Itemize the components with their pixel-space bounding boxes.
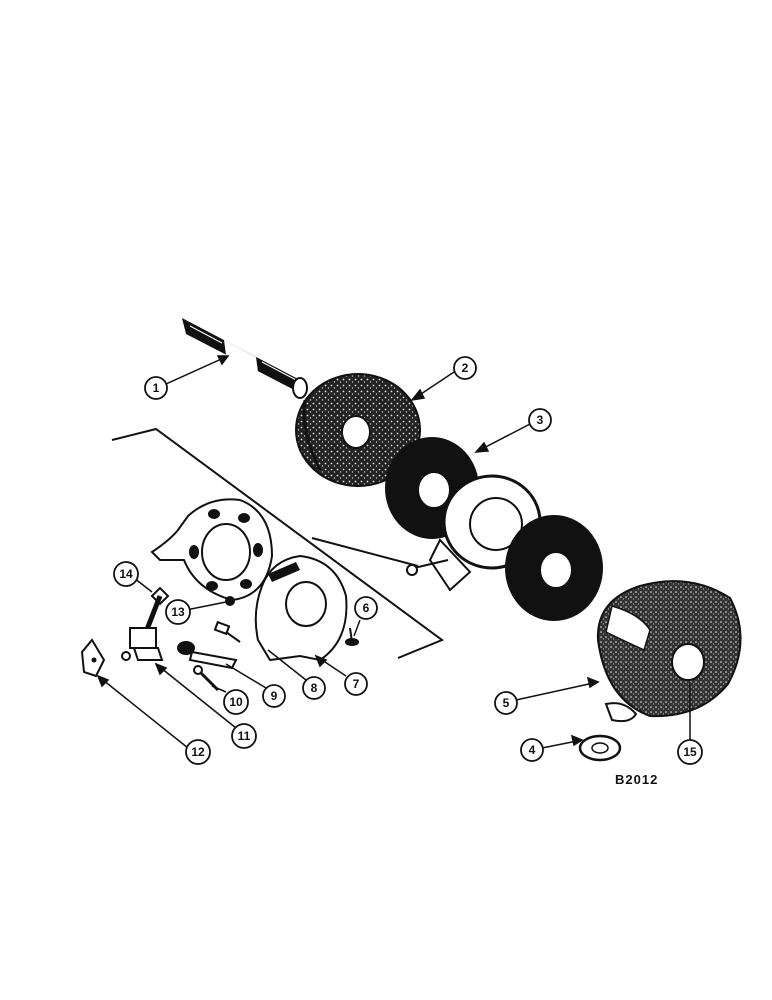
part-lever [177,641,238,670]
leader-lines [96,355,691,749]
part-brake-plate [254,554,348,662]
svg-text:11: 11 [238,729,251,743]
svg-text:2: 2 [462,361,469,375]
assembly-bracket-lines [111,427,445,659]
part-pin [213,620,241,643]
part-link-arm [143,586,170,633]
part-nut [578,734,622,762]
svg-text:4: 4 [529,743,536,757]
part-brake-disc-lower [505,515,603,621]
callout-4: 4 [520,738,544,762]
callout-11: 11 [231,723,257,749]
svg-text:10: 10 [229,695,243,709]
callout-15: 15 [677,739,703,765]
part-brake-housing [596,580,742,723]
svg-text:5: 5 [503,696,510,710]
callout-3: 3 [528,408,552,432]
part-brake-cover [295,373,421,487]
part-clevis [121,627,164,661]
callout-2: 2 [453,356,477,380]
svg-text:7: 7 [353,677,360,691]
part-bracket [80,638,106,678]
svg-text:1: 1 [153,381,160,395]
reference-code: B2012 [615,772,658,787]
callout-9: 9 [262,684,286,708]
part-shaft [182,318,308,399]
part-bolt-small [345,627,359,646]
svg-text:13: 13 [171,605,185,619]
callout-7: 7 [344,672,368,696]
callout-1: 1 [144,376,168,400]
callout-6: 6 [354,596,378,620]
svg-text:14: 14 [119,567,133,581]
svg-text:8: 8 [311,681,318,695]
callout-8: 8 [302,676,326,700]
svg-text:3: 3 [537,413,544,427]
svg-text:9: 9 [271,689,278,703]
callout-14: 14 [113,561,139,587]
svg-text:15: 15 [683,745,697,759]
part-actuating-plate [150,498,274,602]
callout-10: 10 [223,689,249,715]
svg-text:12: 12 [191,745,205,759]
callout-13: 13 [165,599,191,625]
callout-5: 5 [494,691,518,715]
callout-12: 12 [185,739,211,765]
callouts: 1 2 3 4 5 6 7 8 [113,356,703,765]
svg-text:6: 6 [363,601,370,615]
part-nut-small [225,596,235,606]
